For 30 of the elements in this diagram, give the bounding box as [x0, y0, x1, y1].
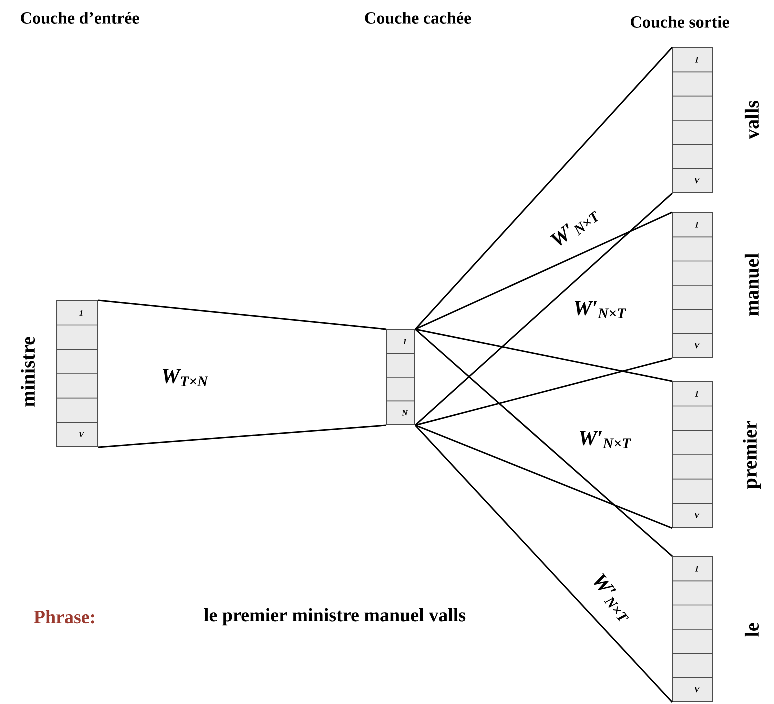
connection-line	[415, 212, 673, 330]
sentence-text: le premier ministre manuel valls	[204, 608, 466, 626]
connection-line	[415, 358, 673, 426]
vector-box: 1 V	[672, 212, 714, 358]
phrase-label: Phrase:	[34, 610, 94, 624]
vector-box: 1 V	[672, 382, 714, 528]
word-label: premier	[742, 421, 762, 489]
layer-title: Couche d’entrée	[21, 12, 140, 24]
layer-title: Couche sortie	[631, 16, 730, 28]
weight-label: W′$_{N×T}$	[574, 302, 626, 318]
weight-label: W′$_{N×T}$	[594, 573, 630, 622]
vector-box: 1 V	[672, 556, 714, 702]
connection-line	[98, 424, 387, 448]
connection-line	[415, 192, 673, 426]
vector-box: 1 V	[672, 48, 714, 194]
weight-label: W$_{T×N}$	[162, 370, 209, 386]
word-label: manuel	[744, 254, 760, 316]
connection-line	[415, 424, 673, 530]
word-label: le	[744, 623, 760, 637]
connection-line	[98, 300, 387, 330]
layer-title: Couche cachée	[365, 12, 472, 24]
word-label: ministre	[20, 337, 36, 407]
vector-box: 1 V	[56, 300, 98, 448]
connection-line	[415, 328, 673, 382]
weight-label: W′$_{N×T}$	[580, 432, 632, 448]
connection-line	[414, 46, 674, 330]
vector-box: 1 N	[386, 329, 416, 426]
connection-line	[415, 328, 673, 558]
word-label: valls	[744, 101, 760, 140]
connection-line	[414, 424, 674, 703]
